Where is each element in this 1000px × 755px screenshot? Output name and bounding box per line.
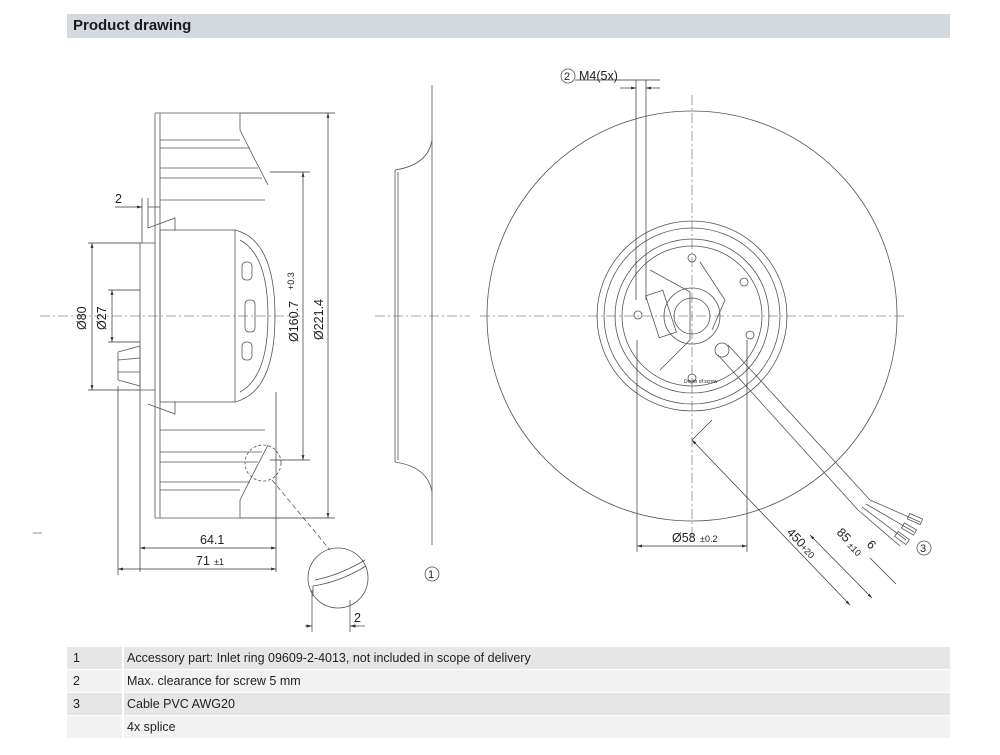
front-view-dimensions (575, 79, 897, 606)
dim-2-top: 2 (115, 192, 122, 206)
dim-6: 6 (864, 537, 879, 552)
dim-27: Ø27 (95, 306, 109, 330)
dim-58: Ø58 (672, 531, 696, 545)
callout-3-label: 3 (920, 543, 926, 555)
legend-text: 4x splice (124, 716, 950, 738)
legend-table: 1 Accessory part: Inlet ring 09609-2-401… (67, 647, 950, 739)
dim-160-tol: +0.3 (286, 272, 296, 290)
legend-number: 2 (67, 670, 122, 692)
front-view-labels: 2 M4(5x) Ø58 ±0.2 450 +20 85 ±10 6 3 (560, 68, 932, 560)
legend-number: 3 (67, 693, 122, 715)
section-title: Product drawing (73, 17, 192, 34)
legend-text: Max. clearance for screw 5 mm (124, 670, 950, 692)
dim-71: 71 (196, 554, 210, 568)
dim-221: Ø221.4 (312, 299, 326, 340)
dim-85-tol: ±10 (846, 540, 864, 558)
side-view-labels: 2 Ø80 Ø27 Ø160.7 +0.3 Ø221.4 64.1 71 ±1 (75, 192, 326, 568)
legend-number (67, 716, 122, 738)
dim-71-tol: ±1 (214, 557, 224, 567)
callout-1: 1 (424, 566, 440, 582)
callout-3: 3 (916, 540, 932, 556)
side-view-dimensions (88, 112, 335, 575)
legend-text: Accessory part: Inlet ring 09609-2-4013,… (124, 647, 950, 669)
callout-1-label: 1 (428, 569, 434, 581)
legend-row: 3 Cable PVC AWG20 (67, 693, 950, 715)
front-view (480, 95, 924, 547)
product-drawing: 2 Ø80 Ø27 Ø160.7 +0.3 Ø221.4 64.1 71 ±1 … (33, 68, 932, 632)
inlet-ring-view (375, 85, 470, 545)
callout-2: 2 (560, 68, 576, 84)
legend-row: 1 Accessory part: Inlet ring 09609-2-401… (67, 647, 950, 669)
dim-160: Ø160.7 (287, 301, 301, 342)
legend-row: 2 Max. clearance for screw 5 mm (67, 670, 950, 692)
dim-64: 64.1 (200, 533, 224, 547)
detail-view (305, 547, 369, 632)
dim-80: Ø80 (75, 306, 89, 330)
dim-58-tol: ±0.2 (700, 534, 717, 544)
legend-number: 1 (67, 647, 122, 669)
legend-text: Cable PVC AWG20 (124, 693, 950, 715)
side-view (40, 112, 331, 551)
callout-2-label: 2 (564, 71, 570, 83)
front-view-text: Depth of screw (684, 379, 718, 385)
legend-row: 4x splice (67, 716, 950, 738)
svg-text:Depth of screw: Depth of screw (684, 379, 718, 385)
dim-m4: M4(5x) (579, 69, 618, 83)
section-header: Product drawing (67, 14, 950, 38)
detail-dim-2: 2 (354, 611, 361, 625)
